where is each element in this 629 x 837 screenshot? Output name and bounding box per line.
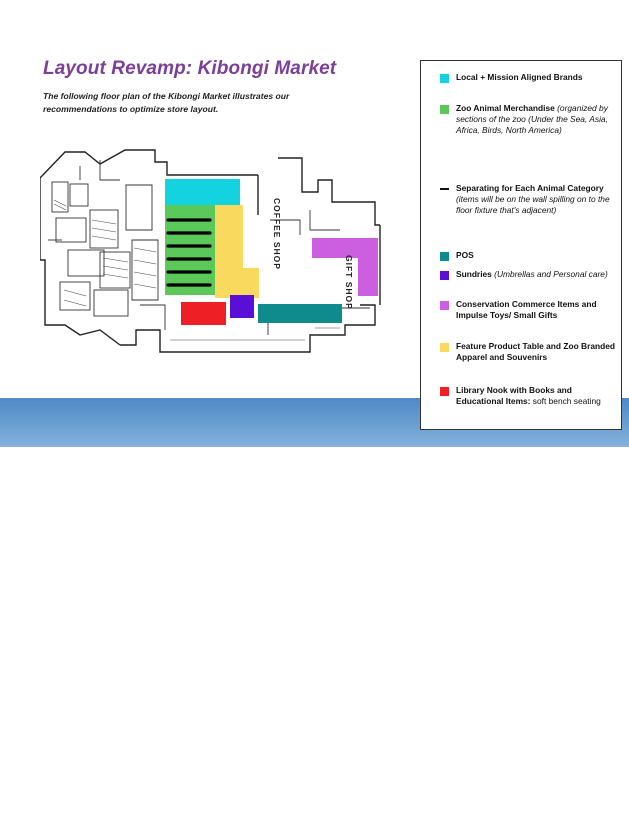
legend-swatch [440, 105, 449, 114]
library-nook-zone [181, 302, 226, 325]
legend-swatch [440, 271, 449, 280]
legend-swatch [440, 188, 449, 190]
coffee-shop-label: COFFEE SHOP [272, 198, 282, 270]
page-subtitle: The following floor plan of the Kibongi … [43, 91, 290, 114]
gift-shop-label: GIFT SHOP [344, 255, 354, 310]
legend-item: Conservation Commerce Items and Impulse … [440, 299, 618, 321]
local-brands-zone [165, 179, 240, 205]
floor-plan: COFFEE SHOP GIFT SHOP [40, 149, 381, 353]
legend-swatch [440, 387, 449, 396]
legend-item: Local + Mission Aligned Brands [440, 72, 618, 83]
legend-item: POS [440, 250, 618, 261]
legend-swatch [440, 252, 449, 261]
legend-item: Zoo Animal Merchandise (organized by sec… [440, 103, 618, 137]
gift-zone-side [358, 238, 378, 296]
legend: Local + Mission Aligned Brands Zoo Anima… [420, 60, 622, 430]
legend-item: Feature Product Table and Zoo Branded Ap… [440, 341, 618, 363]
sundries-zone [230, 295, 254, 318]
feature-table-zone [215, 205, 259, 298]
legend-swatch [440, 74, 449, 83]
cloud [292, 831, 326, 837]
legend-swatch [440, 301, 449, 310]
legend-item: Sundries (Umbrellas and Personal care) [440, 269, 618, 280]
page-title: Layout Revamp: Kibongi Market [43, 58, 337, 79]
pos-zone [258, 304, 342, 323]
legend-swatch [440, 343, 449, 352]
legend-item: Separating for Each Animal Category (ite… [440, 183, 618, 217]
legend-item: Library Nook with Books and Educational … [440, 385, 618, 407]
